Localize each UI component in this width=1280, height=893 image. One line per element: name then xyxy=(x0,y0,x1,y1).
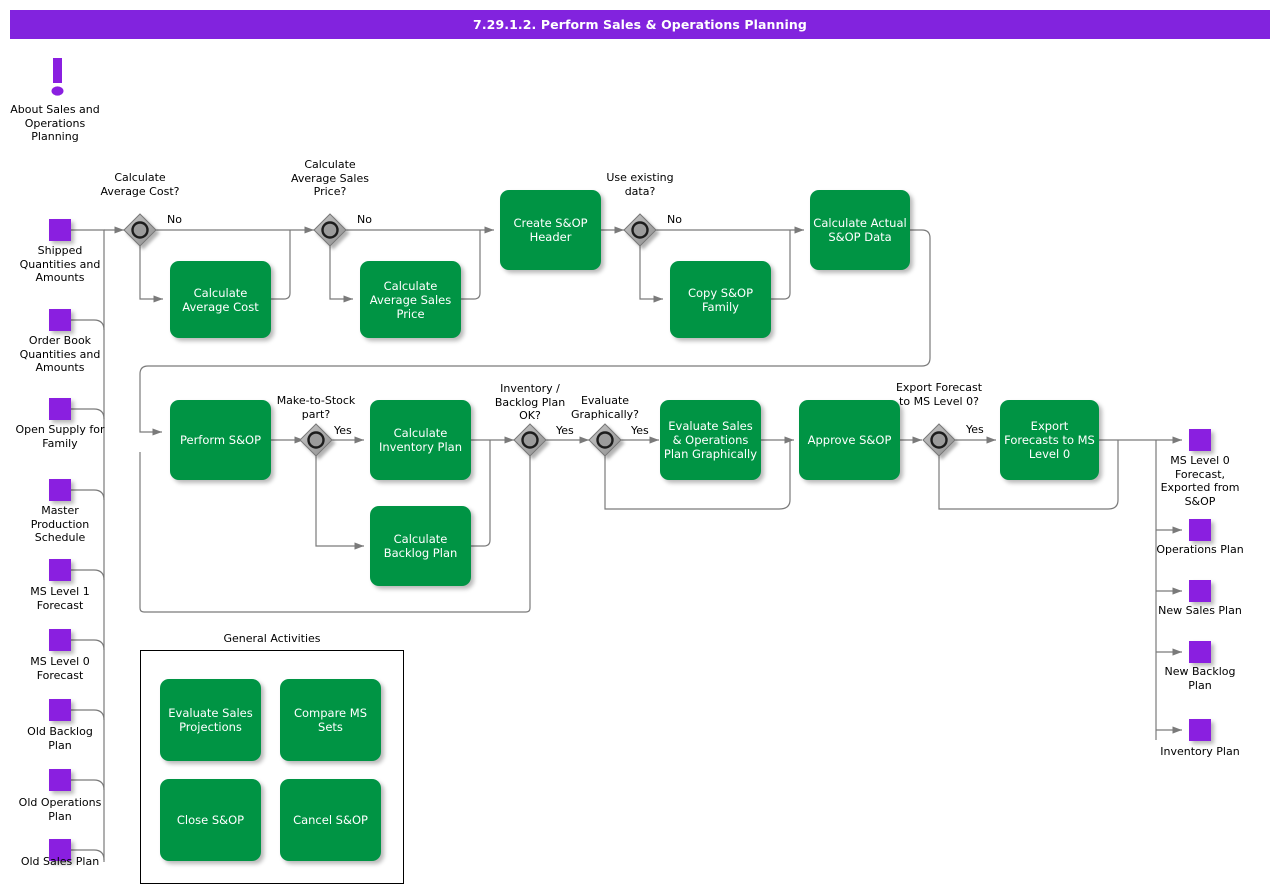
data-object-old-operations-plan[interactable] xyxy=(49,769,71,791)
gateway-label-calculate-average-cost: Calculate Average Cost? xyxy=(100,171,180,198)
edge-label-export-forecast-yes: Yes xyxy=(966,423,984,436)
data-label-old-backlog-plan: Old Backlog Plan xyxy=(27,725,93,752)
task-create-sop-header[interactable]: Create S&OP Header xyxy=(500,190,601,270)
task-calculate-inventory-plan[interactable]: Calculate Inventory Plan xyxy=(370,400,471,480)
exclamation-icon xyxy=(48,58,70,104)
gateway-evaluate-graphically[interactable] xyxy=(588,423,622,457)
data-object-new-backlog-plan[interactable] xyxy=(1189,641,1211,663)
task-close-sop[interactable]: Close S&OP xyxy=(160,779,261,861)
task-perform-sop[interactable]: Perform S&OP xyxy=(170,400,271,480)
gateway-label-evaluate-graphically: Evaluate Graphically? xyxy=(570,394,640,421)
data-label-master-production-schedule: Master Production Schedule xyxy=(30,504,90,544)
edge-label-make-to-stock-yes: Yes xyxy=(334,424,352,437)
task-calculate-average-sales-price[interactable]: Calculate Average Sales Price xyxy=(360,261,461,338)
gateway-calculate-average-sales-price[interactable] xyxy=(313,213,347,247)
window-title-bar: 7.29.1.2. Perform Sales & Operations Pla… xyxy=(10,10,1270,39)
gateway-label-export-forecast: Export Forecast to MS Level 0? xyxy=(895,381,983,408)
gateway-calculate-average-cost[interactable] xyxy=(123,213,157,247)
data-object-operations-plan[interactable] xyxy=(1189,519,1211,541)
general-activities-title: General Activities xyxy=(223,632,321,645)
data-object-open-supply[interactable] xyxy=(49,398,71,420)
task-calculate-average-cost[interactable]: Calculate Average Cost xyxy=(170,261,271,338)
edge-label-average-sales-price-no: No xyxy=(357,213,372,226)
note-label: About Sales and Operations Planning xyxy=(10,103,100,143)
data-label-old-operations-plan: Old Operations Plan xyxy=(18,796,102,823)
edge-label-evaluate-graphically-yes: Yes xyxy=(631,424,649,437)
edge-label-average-cost-no: No xyxy=(167,213,182,226)
data-object-old-sales-plan[interactable] xyxy=(49,839,71,861)
data-object-inventory-plan[interactable] xyxy=(1189,719,1211,741)
data-object-new-sales-plan[interactable] xyxy=(1189,580,1211,602)
task-calculate-actual-sop-data[interactable]: Calculate Actual S&OP Data xyxy=(810,190,910,270)
edge-label-use-existing-data-no: No xyxy=(667,213,682,226)
data-label-new-backlog-plan: New Backlog Plan xyxy=(1164,665,1236,692)
gateway-label-inventory-backlog-ok: Inventory / Backlog Plan OK? xyxy=(494,382,566,422)
data-label-open-supply: Open Supply for Family xyxy=(15,423,105,450)
data-label-order-book: Order Book Quantities and Amounts xyxy=(19,334,101,374)
gateway-use-existing-data[interactable] xyxy=(623,213,657,247)
gateway-shapes xyxy=(123,213,956,457)
data-object-ms-level-0-forecast-exported[interactable] xyxy=(1189,429,1211,451)
gateway-label-use-existing-data: Use existing data? xyxy=(606,171,674,198)
task-cancel-sop[interactable]: Cancel S&OP xyxy=(280,779,381,861)
page-title: 7.29.1.2. Perform Sales & Operations Pla… xyxy=(473,17,807,32)
task-export-forecasts[interactable]: Export Forecasts to MS Level 0 xyxy=(1000,400,1099,480)
gateway-inventory-backlog-ok[interactable] xyxy=(513,423,547,457)
gateway-make-to-stock[interactable] xyxy=(299,423,333,457)
data-label-ms-level-1-forecast: MS Level 1 Forecast xyxy=(30,585,90,612)
gateway-label-calculate-average-sales-price: Calculate Average Sales Price? xyxy=(291,158,369,198)
gateway-label-make-to-stock: Make-to-Stock part? xyxy=(276,394,356,421)
gateway-export-forecast[interactable] xyxy=(922,423,956,457)
data-label-ms-level-0-forecast: MS Level 0 Forecast xyxy=(30,655,90,682)
data-object-shipped-quantities[interactable] xyxy=(49,219,71,241)
data-object-order-book[interactable] xyxy=(49,309,71,331)
task-copy-sop-family[interactable]: Copy S&OP Family xyxy=(670,261,771,338)
data-label-operations-plan: Operations Plan xyxy=(1156,543,1244,556)
connector-lines xyxy=(71,226,1182,862)
data-object-master-production-schedule[interactable] xyxy=(49,479,71,501)
data-label-old-sales-plan: Old Sales Plan xyxy=(20,855,100,868)
task-evaluate-sales-projections[interactable]: Evaluate Sales Projections xyxy=(160,679,261,761)
data-object-ms-level-1-forecast[interactable] xyxy=(49,559,71,581)
task-compare-ms-sets[interactable]: Compare MS Sets xyxy=(280,679,381,761)
data-label-inventory-plan: Inventory Plan xyxy=(1160,745,1240,758)
task-evaluate-sop-graphically[interactable]: Evaluate Sales & Operations Plan Graphic… xyxy=(660,400,761,480)
task-approve-sop[interactable]: Approve S&OP xyxy=(799,400,900,480)
data-label-ms-level-0-forecast-exported: MS Level 0 Forecast, Exported from S&OP xyxy=(1160,454,1240,508)
edge-label-inventory-backlog-yes: Yes xyxy=(556,424,574,437)
data-label-shipped-quantities: Shipped Quantities and Amounts xyxy=(19,244,101,284)
data-object-ms-level-0-forecast[interactable] xyxy=(49,629,71,651)
data-label-new-sales-plan: New Sales Plan xyxy=(1158,604,1242,617)
task-calculate-backlog-plan[interactable]: Calculate Backlog Plan xyxy=(370,506,471,586)
data-object-old-backlog-plan[interactable] xyxy=(49,699,71,721)
